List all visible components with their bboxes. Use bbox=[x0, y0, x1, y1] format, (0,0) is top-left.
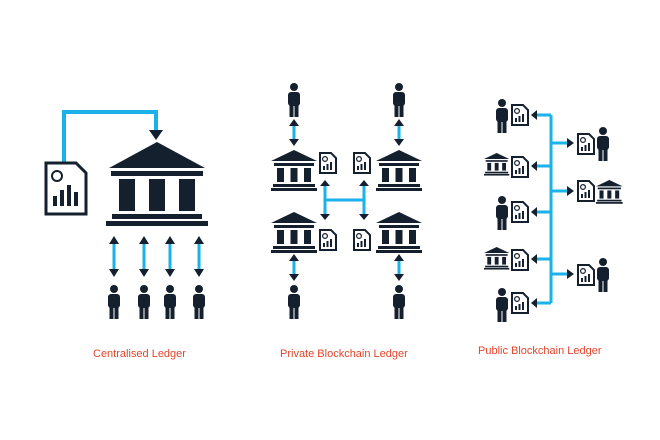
arrow-icon bbox=[289, 119, 404, 146]
private-blockchain-ledger-caption: Private Blockchain Ledger bbox=[280, 348, 408, 360]
person-icon bbox=[496, 196, 508, 230]
person-icon bbox=[108, 285, 120, 319]
connector-line bbox=[551, 138, 574, 279]
private-blockchain-ledger bbox=[271, 83, 422, 319]
bank-icon bbox=[376, 150, 422, 191]
bank-icon bbox=[484, 247, 510, 270]
connector-line bbox=[320, 180, 369, 220]
bank-icon bbox=[376, 212, 422, 253]
document-icon bbox=[511, 156, 529, 178]
bank-icon bbox=[596, 180, 623, 204]
person-icon bbox=[597, 127, 609, 161]
person-icon bbox=[496, 288, 508, 322]
document-icon bbox=[577, 264, 595, 286]
arrow-icon bbox=[289, 254, 404, 281]
document-icon bbox=[319, 152, 337, 174]
document-icon bbox=[511, 292, 529, 314]
document-icon bbox=[511, 249, 529, 271]
connector-line bbox=[531, 110, 551, 308]
bank-icon bbox=[106, 142, 208, 226]
document-icon bbox=[511, 104, 529, 126]
person-icon bbox=[597, 258, 609, 292]
person-icon bbox=[193, 285, 205, 319]
centralised-ledger-caption: Centralised Ledger bbox=[93, 348, 186, 360]
arrow-icon bbox=[109, 236, 204, 277]
bank-icon bbox=[271, 150, 317, 191]
document-icon bbox=[577, 133, 595, 155]
person-icon bbox=[393, 285, 405, 319]
person-icon bbox=[496, 99, 508, 133]
document-icon bbox=[577, 180, 595, 202]
person-icon bbox=[138, 285, 150, 319]
centralised-ledger bbox=[44, 110, 208, 319]
person-icon bbox=[393, 83, 405, 117]
person-icon bbox=[164, 285, 176, 319]
bank-icon bbox=[484, 153, 510, 176]
document-icon bbox=[353, 229, 371, 251]
arrow-icon bbox=[149, 130, 163, 140]
person-icon bbox=[288, 285, 300, 319]
document-icon bbox=[511, 201, 529, 223]
public-blockchain-ledger bbox=[484, 99, 623, 322]
document-icon bbox=[44, 161, 88, 216]
public-blockchain-ledger-caption: Public Blockchain Ledger bbox=[478, 345, 602, 357]
person-icon bbox=[288, 83, 300, 117]
document-icon bbox=[319, 229, 337, 251]
document-icon bbox=[353, 152, 371, 174]
bank-icon bbox=[271, 212, 317, 253]
connector-line bbox=[62, 110, 158, 162]
